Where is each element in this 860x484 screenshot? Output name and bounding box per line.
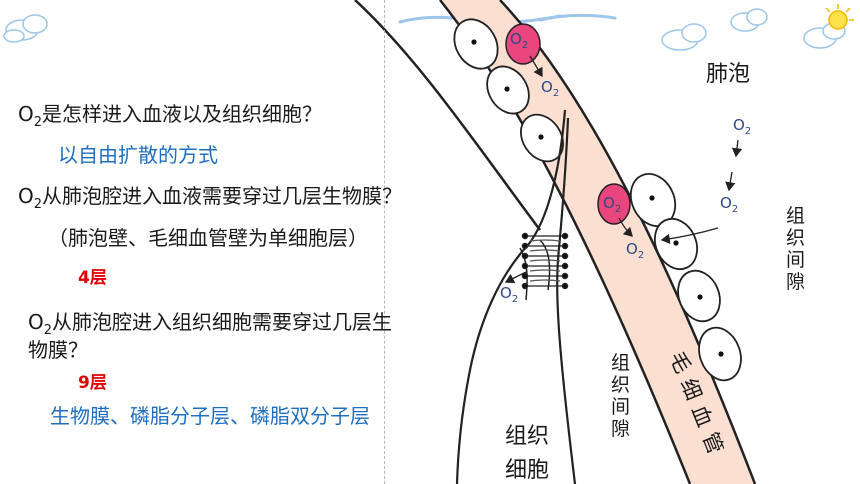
o2-label: O2 xyxy=(541,78,560,99)
red-blood-cell xyxy=(597,183,631,225)
red-blood-cell xyxy=(505,23,541,65)
answer-2: 4层 xyxy=(78,268,107,288)
diffusion-arrows xyxy=(504,55,743,284)
answer-3-detail: 生物膜、磷脂分子层、磷脂双分子层 xyxy=(50,404,370,428)
question-2: O2从肺泡腔进入血液需要穿过几层生物膜？ xyxy=(18,184,403,212)
sun-icon xyxy=(825,4,854,30)
o2-label: O2 xyxy=(733,116,752,137)
o2-label-rbc-top: O2 xyxy=(510,30,529,51)
phospholipid-bilayer xyxy=(521,232,569,290)
question-1: O2是怎样进入血液以及组织细胞？ xyxy=(18,102,323,130)
o2-label: O2 xyxy=(500,284,519,305)
label-interstitial-right: 组织间隙 xyxy=(786,205,806,293)
divider-line xyxy=(384,0,385,484)
question-2-note: （肺泡壁、毛细血管壁为单细胞层） xyxy=(48,226,368,250)
question-3-line-1: O2从肺泡腔进入组织细胞需要穿过几层生 xyxy=(28,310,393,338)
cloud-icon xyxy=(3,14,48,43)
o2-label: O2 xyxy=(720,194,739,215)
answer-3: 9层 xyxy=(78,373,107,393)
question-3-line-2: 物膜？ xyxy=(28,338,88,362)
label-interstitial-middle: 组织间隙 xyxy=(611,352,631,440)
cloud-icon xyxy=(730,8,768,32)
cloud-icon xyxy=(661,23,707,51)
label-tissue-cell-line-2: 细胞 xyxy=(505,458,550,483)
tissue-cell-membrane-left xyxy=(455,109,567,484)
label-tissue-cell-line-1: 组织 xyxy=(505,424,550,449)
answer-1: 以自由扩散的方式 xyxy=(58,143,218,167)
label-capillary-text: 毛细血管 xyxy=(665,348,731,465)
label-alveolus: 肺泡 xyxy=(706,62,751,87)
o2-label-rbc-middle: O2 xyxy=(603,194,622,215)
alveolus-wall-line xyxy=(354,0,542,231)
tissue-cell-membrane-right xyxy=(556,117,577,484)
capillary-wall xyxy=(440,0,755,484)
o2-label: O2 xyxy=(626,240,645,261)
label-capillary: 毛细血管 xyxy=(665,342,740,484)
